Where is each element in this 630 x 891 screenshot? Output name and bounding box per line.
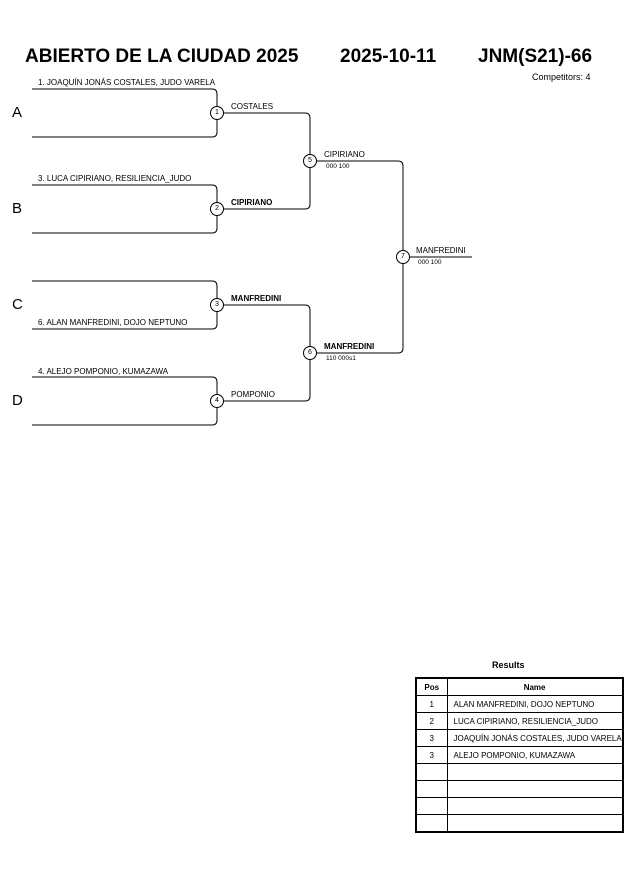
result-name: LUCA CIPIRIANO, RESILIENCIA_JUDO xyxy=(446,712,624,730)
pool-label-a: A xyxy=(12,104,23,121)
competitors-count: Competitors: 4 xyxy=(532,72,591,82)
entry-name: 4. ALEJO POMPONIO, KUMAZAWA xyxy=(38,367,169,376)
bracket-line-m6 xyxy=(310,257,404,354)
pool-label-c: C xyxy=(12,296,23,313)
entry-name: 3. LUCA CIPIRIANO, RESILIENCIA_JUDO xyxy=(38,174,192,183)
pool-label-d: D xyxy=(12,392,23,409)
bracket-line-m3 xyxy=(217,304,311,353)
match-score: 000 100 xyxy=(326,163,350,170)
table-row xyxy=(415,797,624,815)
name-header: Name xyxy=(446,677,624,696)
final-winner: MANFREDINI xyxy=(416,246,466,255)
result-name xyxy=(446,780,624,798)
table-row xyxy=(415,780,624,798)
match-number: 4 xyxy=(210,394,224,408)
match-winner: COSTALES xyxy=(231,102,274,111)
pool-label-b: B xyxy=(12,200,23,217)
match-winner: CIPIRIANO xyxy=(324,150,365,159)
result-name: ALEJO POMPONIO, KUMAZAWA xyxy=(446,746,624,764)
match-number: 7 xyxy=(396,250,410,264)
match-number: 5 xyxy=(303,154,317,168)
entry-name: 1. JOAQUÍN JONÁS COSTALES, JUDO VARELA xyxy=(38,78,216,87)
result-name: ALAN MANFREDINI, DOJO NEPTUNO xyxy=(446,695,624,713)
results-header-row: Pos Name xyxy=(415,677,624,696)
match-winner: CIPIRIANO xyxy=(231,198,273,207)
match-score: 000 100 xyxy=(418,259,442,266)
result-name xyxy=(446,763,624,781)
entry-name: 6. ALAN MANFREDINI, DOJO NEPTUNO xyxy=(38,318,188,327)
result-name: JOAQUÍN JONÁS COSTALES, JUDO VARELA xyxy=(446,729,624,747)
category-code: JNM(S21)-66 xyxy=(478,46,593,67)
match-score: 110 000s1 xyxy=(326,355,356,362)
bracket-line-d xyxy=(32,376,218,426)
pos-header: Pos xyxy=(415,677,448,696)
bracket-line-m2 xyxy=(217,160,311,210)
results-title: Results xyxy=(492,660,525,670)
result-name xyxy=(446,814,624,833)
table-row: 3 ALEJO POMPONIO, KUMAZAWA xyxy=(415,746,624,764)
result-name xyxy=(446,797,624,815)
result-pos xyxy=(415,763,448,781)
table-row: 3 JOAQUÍN JONÁS COSTALES, JUDO VARELA xyxy=(415,729,624,747)
match-number: 1 xyxy=(210,106,224,120)
event-title: ABIERTO DE LA CIUDAD 2025 xyxy=(25,46,299,67)
bracket-line-b xyxy=(32,184,218,234)
result-pos xyxy=(415,814,448,833)
match-number: 3 xyxy=(210,298,224,312)
result-pos: 3 xyxy=(415,746,448,764)
table-row xyxy=(415,814,624,833)
results-table: Pos Name 1 ALAN MANFREDINI, DOJO NEPTUNO… xyxy=(415,677,624,833)
match-winner: MANFREDINI xyxy=(231,294,282,303)
result-pos xyxy=(415,780,448,798)
table-row: 1 ALAN MANFREDINI, DOJO NEPTUNO xyxy=(415,695,624,713)
table-row xyxy=(415,763,624,781)
result-pos: 2 xyxy=(415,712,448,730)
match-winner: MANFREDINI xyxy=(324,342,375,351)
bracket-line-m4 xyxy=(217,353,311,402)
match-number: 2 xyxy=(210,202,224,216)
result-pos: 3 xyxy=(415,729,448,747)
result-pos xyxy=(415,797,448,815)
bracket-line-m5 xyxy=(310,160,404,257)
event-date: 2025-10-11 xyxy=(340,46,437,67)
bracket-line-a xyxy=(32,88,218,138)
match-winner: POMPONIO xyxy=(231,390,276,399)
result-pos: 1 xyxy=(415,695,448,713)
bracket-line-m1 xyxy=(217,112,311,160)
match-number: 6 xyxy=(303,346,317,360)
table-row: 2 LUCA CIPIRIANO, RESILIENCIA_JUDO xyxy=(415,712,624,730)
